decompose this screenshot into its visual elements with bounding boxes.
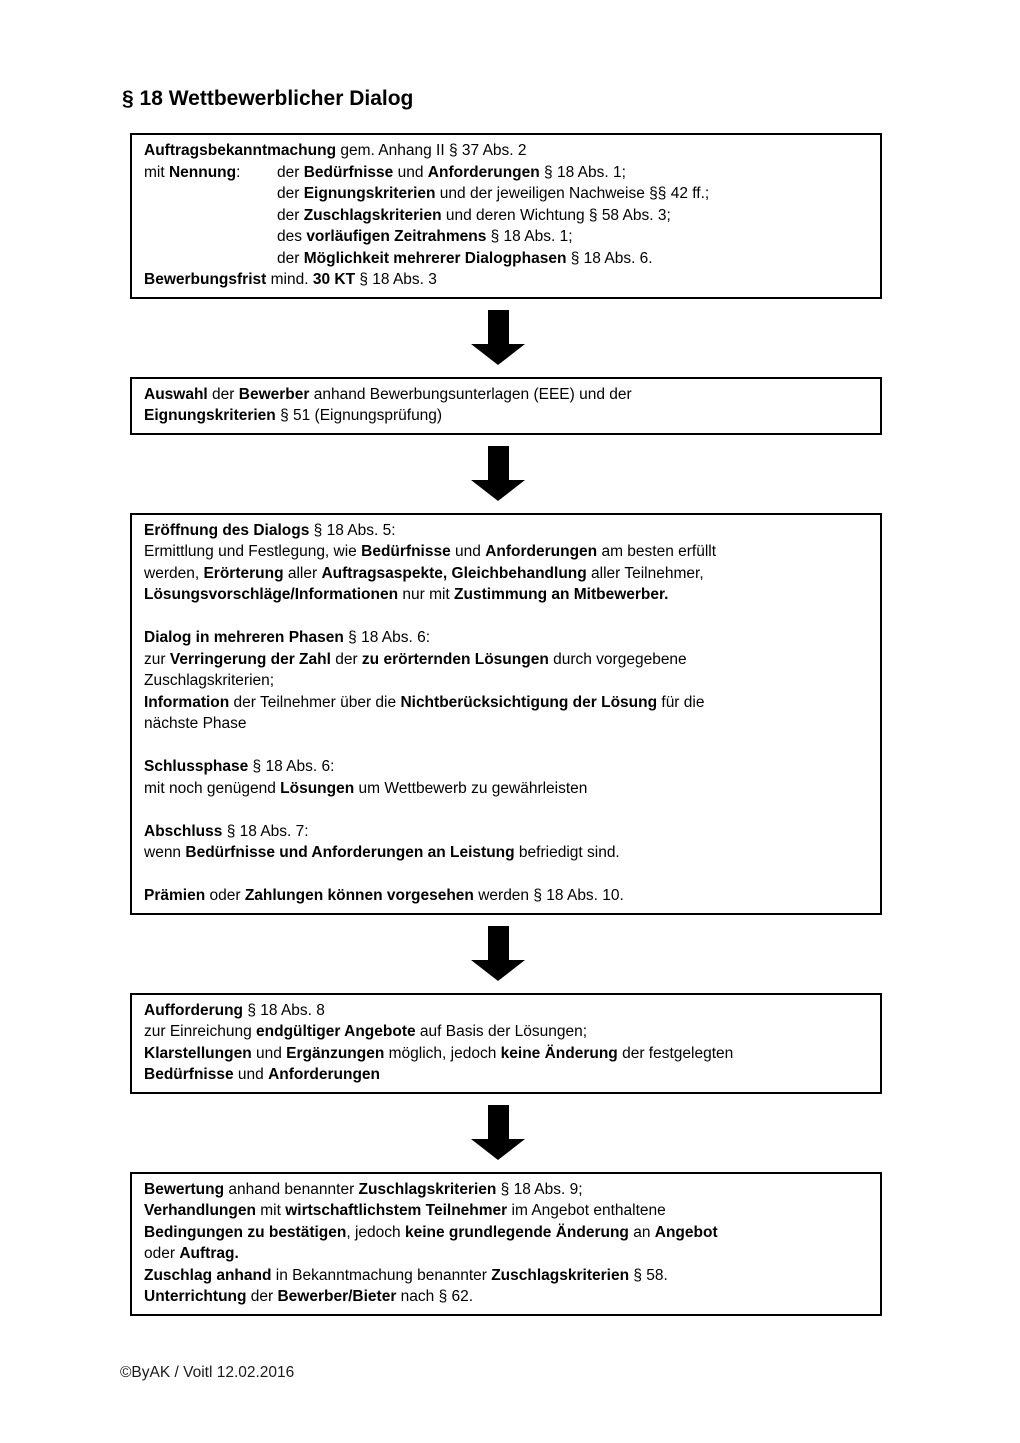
text-line: Verhandlungen mit wirtschaftlichstem Tei… (144, 1202, 666, 1219)
text-line: Eröffnung des Dialogs § 18 Abs. 5: (144, 521, 396, 539)
text-line: Eignungskriterien § 51 (Eignungsprüfung) (144, 407, 443, 424)
text-line: mit noch genügend Lösungen um Wettbewerb… (144, 779, 588, 797)
flow-box-aufforderung: Aufforderung § 18 Abs. 8 zur Einreichung … (130, 992, 882, 1094)
text-line: werden, Erörterung aller Auftragsaspekte… (144, 564, 704, 582)
arrow-shaft (487, 310, 509, 344)
flow-box-auswahl: Auswahl der Bewerber anhand Bewerbungsun… (130, 376, 882, 435)
text-line: oder Auftrag. (144, 1245, 239, 1262)
text-line: Unterrichtung der Bewerber/Bieter nach §… (144, 1288, 474, 1305)
text-line: Zuschlag anhand in Bekanntmachung benann… (144, 1266, 668, 1284)
text-line: zur Verringerung der Zahl der zu erörter… (144, 650, 687, 668)
copyright-footer: ©ByAK / Voitl 12.02.2016 (120, 1363, 295, 1381)
down-arrow-icon (471, 310, 525, 365)
text-line: Information der Teilnehmer über die Nich… (144, 693, 705, 711)
down-arrow-icon (471, 446, 525, 501)
text-line (144, 864, 868, 886)
text-line: Abschluss § 18 Abs. 7: (144, 822, 309, 840)
text-line: der Eignungskriterien und der jeweiligen… (277, 185, 710, 202)
arrow-wrap (130, 1094, 882, 1172)
arrow-head (471, 1139, 525, 1160)
text-line: Schlussphase § 18 Abs. 6: (144, 758, 335, 775)
arrow-shaft (487, 446, 509, 480)
text-line (144, 606, 868, 628)
page-title: § 18 Wettbewerblicher Dialog (122, 87, 414, 110)
hanging-label: mit Nennung: (144, 163, 241, 181)
text-line: Dialog in mehreren Phasen § 18 Abs. 6: (144, 629, 431, 646)
text-line: Bedingungen zu bestätigen, jedoch keine … (144, 1223, 718, 1241)
text-line: wenn Bedürfnisse und Anforderungen an Le… (144, 844, 620, 861)
text-line: mit Nennung:der Bedürfnisse und Anforder… (144, 162, 868, 184)
arrow-head (471, 344, 525, 365)
text-line: Auswahl der Bewerber anhand Bewerbungsun… (144, 385, 632, 403)
arrow-head (471, 960, 525, 981)
flow-box-bewertung: Bewertung anhand benannter Zuschlagskrit… (130, 1171, 882, 1316)
flow-box-auftragsbekanntmachung: Auftragsbekanntmachung gem. Anhang II § … (130, 133, 882, 299)
down-arrow-icon (471, 926, 525, 981)
text-line: Klarstellungen und Ergänzungen möglich, … (144, 1044, 734, 1062)
down-arrow-icon (471, 1105, 525, 1160)
text-line: Lösungsvorschläge/Informationen nur mit … (144, 586, 669, 603)
text-line: zur Einreichung endgültiger Angebote auf… (144, 1023, 588, 1040)
arrow-head (471, 480, 525, 501)
text-line: der Zuschlagskriterien und deren Wichtun… (277, 206, 671, 224)
arrow-wrap (130, 915, 882, 993)
text-line: Prämien oder Zahlungen können vorgesehen… (144, 887, 624, 904)
text-line (144, 735, 868, 757)
text-line: Zuschlagskriterien; (144, 672, 275, 689)
text-line: des vorläufigen Zeitrahmens § 18 Abs. 1; (277, 228, 573, 245)
text-line: Ermittlung und Festlegung, wie Bedürfnis… (144, 543, 717, 560)
arrow-shaft (487, 1105, 509, 1139)
arrow-shaft (487, 926, 509, 960)
text-line: Aufforderung § 18 Abs. 8 (144, 1001, 325, 1019)
text-line: Bewertung anhand benannter Zuschlagskrit… (144, 1180, 583, 1198)
text-line (144, 799, 868, 821)
text-line: Auftragsbekanntmachung gem. Anhang II § … (144, 142, 527, 159)
flow-box-eroeffnung-des-dialogs: Eröffnung des Dialogs § 18 Abs. 5: Ermitt… (130, 512, 882, 915)
text-line: der Möglichkeit mehrerer Dialogphasen § … (277, 249, 653, 267)
text-line: Bewerbungsfrist mind. 30 KT § 18 Abs. 3 (144, 271, 437, 288)
page-content: § 18 Wettbewerblicher Dialog Auftragsbek… (120, 86, 902, 1382)
text-line: nächste Phase (144, 715, 247, 732)
arrow-wrap (130, 435, 882, 513)
arrow-wrap (130, 299, 882, 377)
text-line: Bedürfnisse und Anforderungen (144, 1066, 381, 1083)
